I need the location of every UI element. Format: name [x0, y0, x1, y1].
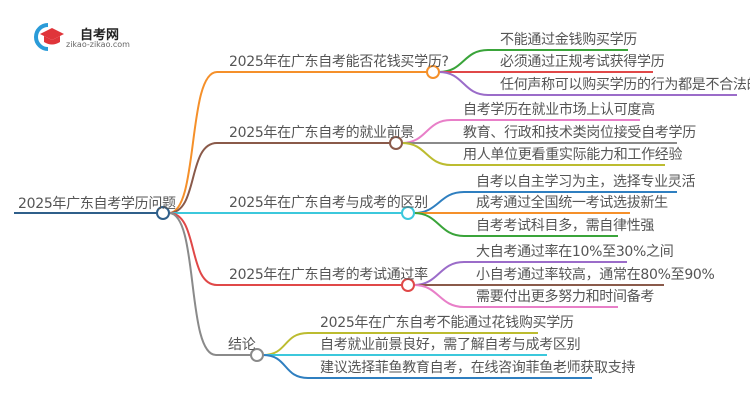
leaf-connector — [262, 354, 592, 379]
leaf-topic[interactable]: 小自考通过率较高，通常在80%至90% — [476, 267, 715, 283]
logo-url: zikao-zikao.com — [66, 40, 130, 49]
leaf-topic[interactable]: 自考就业前景良好，需了解自考与成考区别 — [320, 337, 581, 353]
collapse-toggle-icon — [156, 206, 170, 220]
branch-connector — [168, 212, 251, 356]
collapse-toggle-icon — [389, 136, 403, 150]
leaf-topic[interactable]: 用人单位更看重实际能力和工作经验 — [463, 147, 683, 163]
leaf-topic[interactable]: 2025年在广东自考不能通过花钱购买学历 — [320, 315, 574, 331]
leaf-connector — [401, 142, 665, 166]
leaf-topic[interactable]: 自考学历在就业市场上认可度高 — [463, 102, 655, 118]
leaf-topic[interactable]: 教育、行政和技术类岗位接受自考学历 — [463, 125, 696, 141]
leaf-topic[interactable]: 成考通过全国统一考试选拔新生 — [476, 195, 668, 211]
collapse-toggle-icon — [426, 65, 440, 79]
leaf-topic[interactable]: 自考考试科目多，需自律性强 — [476, 218, 655, 234]
branch-topic[interactable]: 2025年在广东自考与成考的区别 — [229, 195, 428, 211]
leaf-topic[interactable]: 不能通过金钱购买学历 — [500, 32, 637, 48]
leaf-topic[interactable]: 建议选择菲鱼教育自考，在线咨询菲鱼老师获取支持 — [320, 360, 636, 376]
leaf-topic[interactable]: 必须通过正规考试获得学历 — [500, 54, 665, 70]
site-logo — [30, 22, 140, 52]
leaf-connector — [413, 212, 618, 237]
collapse-toggle-icon — [401, 206, 415, 220]
branch-connector — [168, 142, 390, 214]
branch-connector — [168, 212, 402, 286]
leaf-topic[interactable]: 自考以自主学习为主，选择专业灵活 — [476, 174, 696, 190]
leaf-topic[interactable]: 大自考通过率在10%至30%之间 — [476, 244, 674, 260]
branch-topic[interactable]: 2025年在广东自考的就业前景 — [229, 125, 415, 141]
branch-topic[interactable]: 2025年在广东自考的考试通过率 — [229, 267, 428, 283]
branch-topic[interactable]: 2025年在广东自考能否花钱买学历? — [229, 54, 449, 70]
leaf-connector — [413, 284, 618, 308]
leaf-connector — [438, 71, 737, 96]
graduation-cap-icon — [34, 23, 64, 51]
logo-title: 自考网 — [80, 28, 120, 43]
collapse-toggle-icon — [250, 348, 264, 362]
leaf-topic[interactable]: 任何声称可以购买学历的行为都是不合法的 — [500, 77, 750, 93]
leaf-topic[interactable]: 需要付出更多努力和时间备考 — [476, 289, 655, 305]
root-topic[interactable]: 2025年广东自考学历问题 — [18, 196, 176, 212]
branch-connector — [168, 71, 427, 214]
branch-topic[interactable]: 结论 — [228, 337, 256, 353]
collapse-toggle-icon — [401, 278, 415, 292]
